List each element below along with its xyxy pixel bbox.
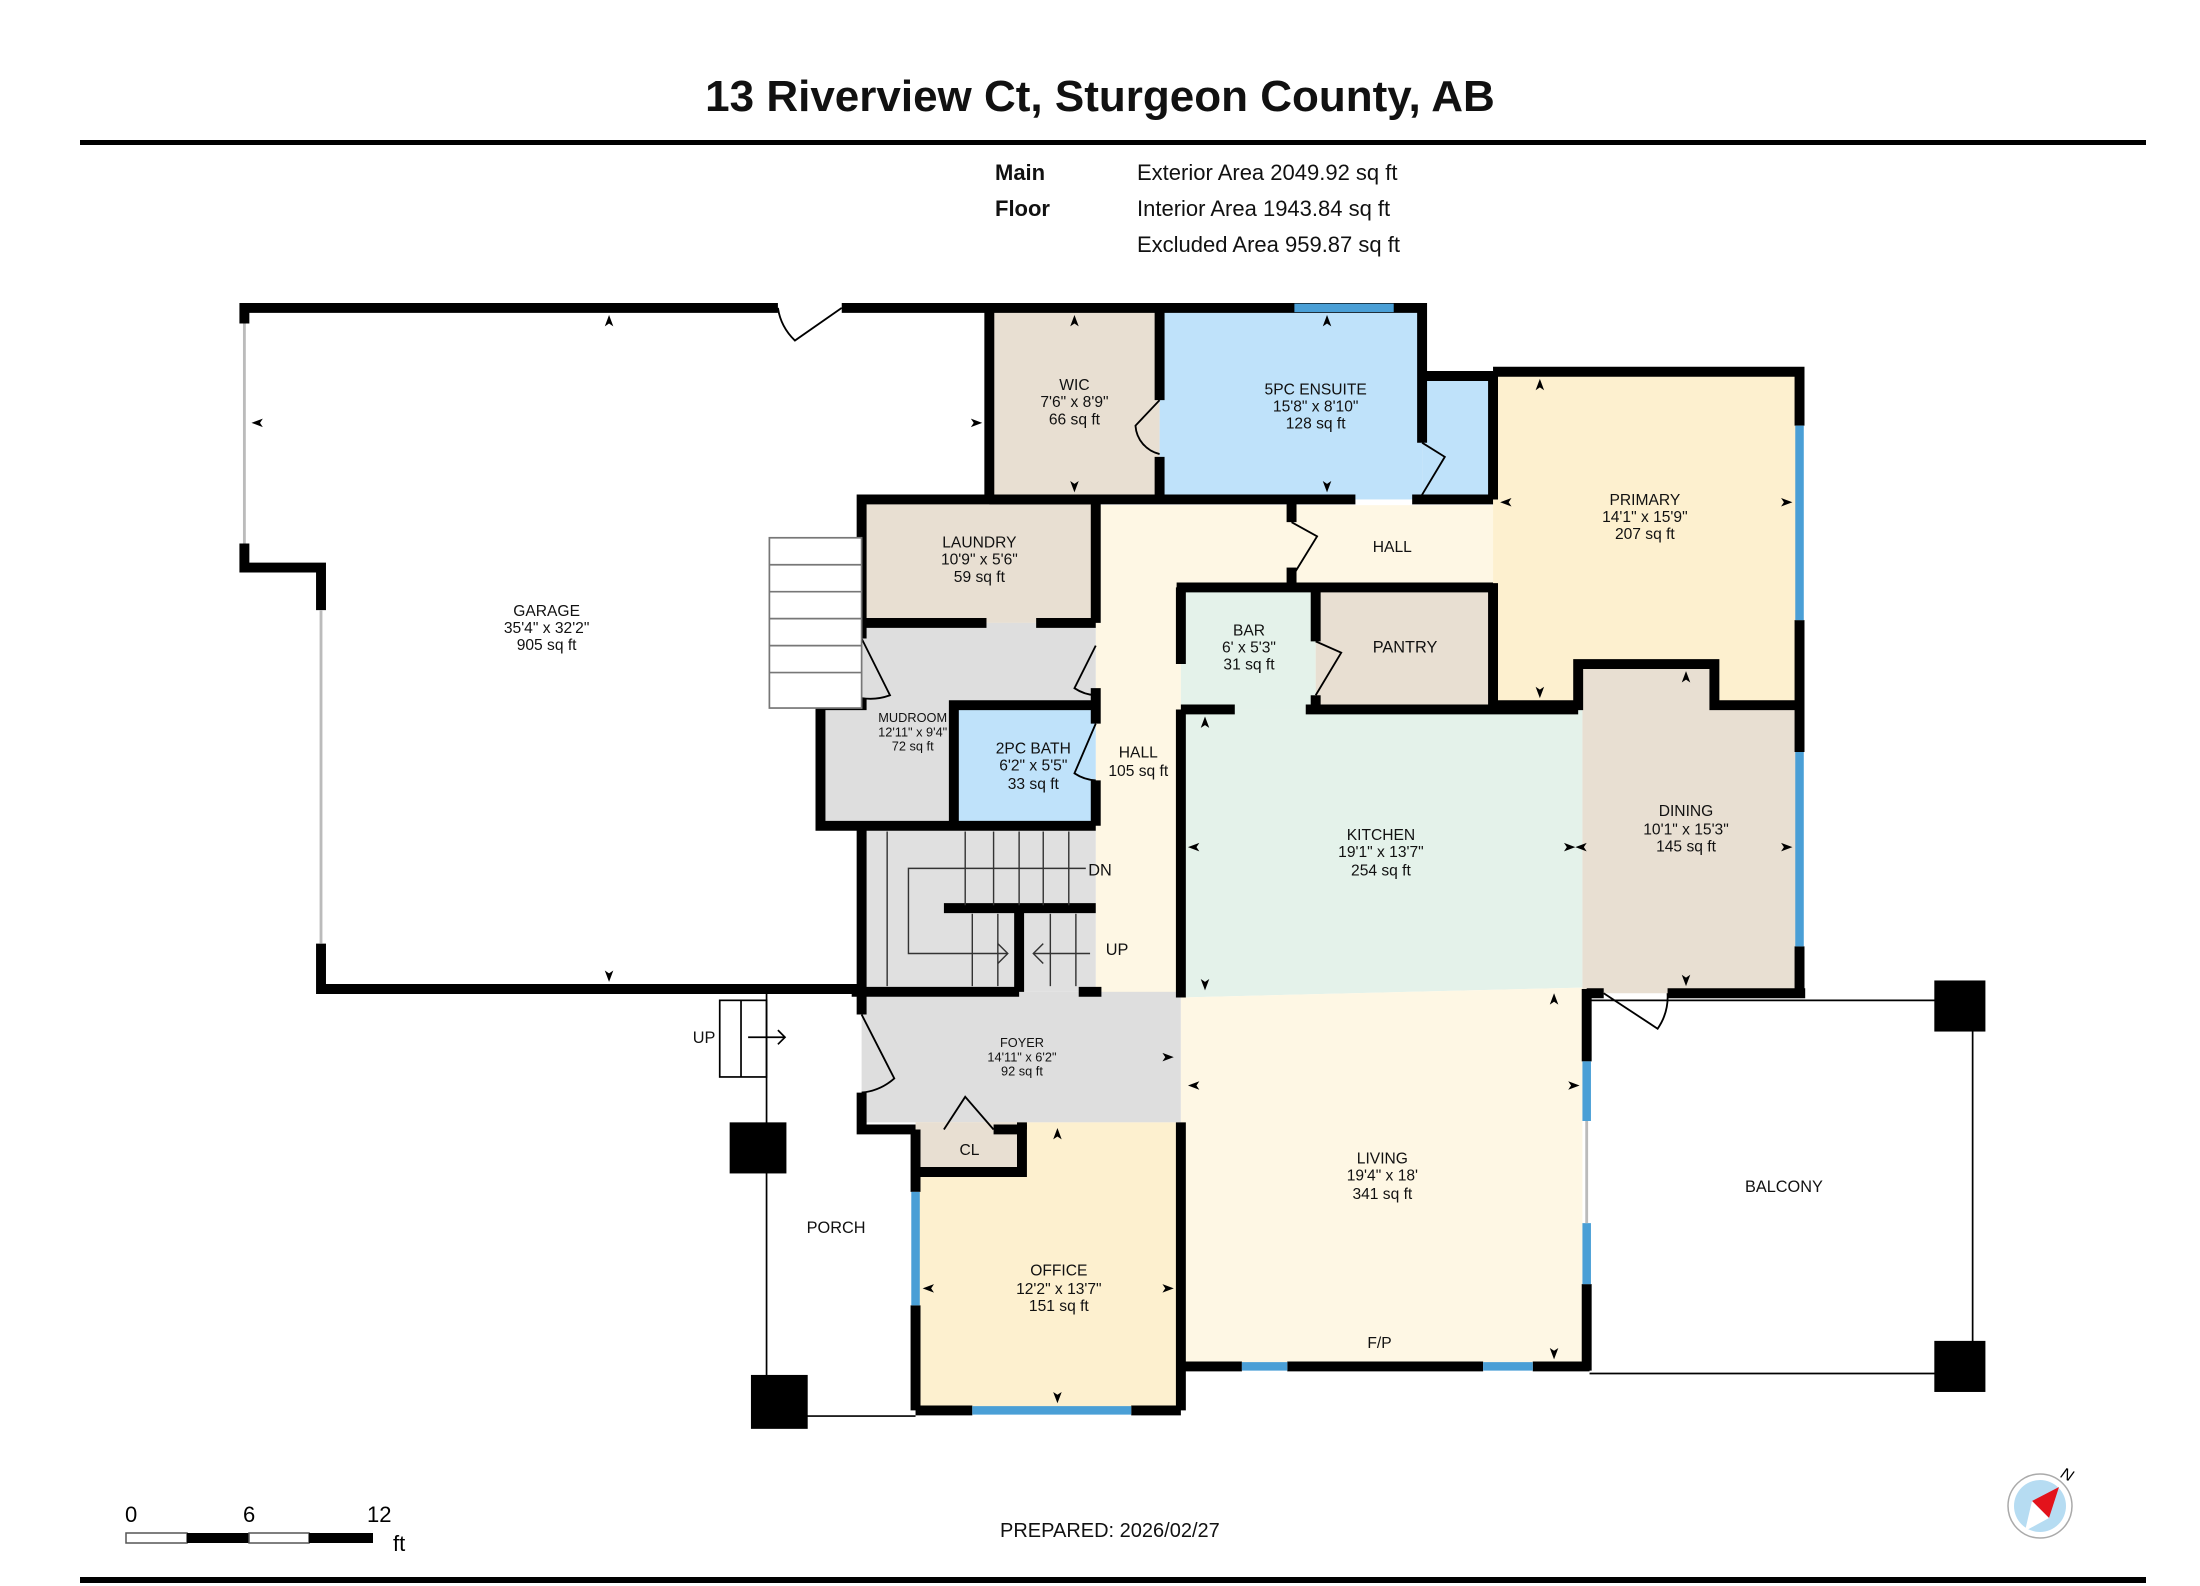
foyer-dims: 14'11" x 6'2" xyxy=(987,1049,1056,1064)
primary-name: PRIMARY xyxy=(1609,492,1680,509)
mudroom-area: 72 sq ft xyxy=(892,739,934,754)
hall-area: 105 sq ft xyxy=(1108,763,1168,780)
kitchen-dims: 19'1" x 13'7" xyxy=(1338,844,1424,861)
dining-dims: 10'1" x 15'3" xyxy=(1643,821,1729,838)
scale-tick-0: 0 xyxy=(125,1502,137,1527)
stairs-down-label: DN xyxy=(1088,861,1112,879)
ensuite-name: 5PC ENSUITE xyxy=(1265,381,1367,398)
living-dims: 19'4" x 18' xyxy=(1347,1168,1418,1185)
kitchen-area: 254 sq ft xyxy=(1351,862,1411,879)
primary-area: 207 sq ft xyxy=(1615,526,1675,543)
window-frames xyxy=(242,323,1589,1224)
scale-bar: 0 6 12 ft xyxy=(125,1500,445,1586)
room-fills xyxy=(244,307,1800,1411)
windows xyxy=(911,303,1804,1415)
upper-hall-name: HALL xyxy=(1373,539,1412,556)
interior-staircase xyxy=(886,831,1091,987)
laundry-name: LAUNDRY xyxy=(942,535,1017,552)
excluded-area: Excluded Area 959.87 sq ft xyxy=(1137,232,1400,257)
doors xyxy=(776,307,1669,1131)
scale-tick-12: 12 xyxy=(367,1502,391,1527)
office-dims: 12'2" x 13'7" xyxy=(1016,1281,1102,1298)
compass-icon: N xyxy=(2003,1463,2083,1543)
garage-steps xyxy=(768,536,863,709)
columns xyxy=(729,980,1986,1429)
page-title: 13 Riverview Ct, Sturgeon County, AB xyxy=(705,72,1495,121)
mudroom-name: MUDROOM xyxy=(878,710,947,725)
room-labels: GARAGE 35'4" x 32'2" 905 sq ft WIC 7'6" … xyxy=(504,377,1823,1352)
laundry-dims: 10'9" x 5'6" xyxy=(941,552,1018,569)
bath-area: 33 sq ft xyxy=(1008,776,1060,793)
mudroom-dims: 12'11" x 9'4" xyxy=(878,724,947,739)
ensuite-dims: 15'8" x 8'10" xyxy=(1273,398,1359,415)
balcony-name: BALCONY xyxy=(1745,1178,1823,1196)
closet-name: CL xyxy=(959,1142,979,1159)
bar-dims: 6' x 5'3" xyxy=(1222,640,1276,657)
dining-area: 145 sq ft xyxy=(1656,838,1716,855)
prepared-date: PREPARED: 2026/02/27 xyxy=(1000,1520,1220,1542)
bar-name: BAR xyxy=(1233,623,1265,640)
porch-outline xyxy=(718,988,1974,1417)
walls xyxy=(239,302,1806,1416)
scale-bar-graphic: 0 6 12 ft xyxy=(125,1502,405,1556)
exterior-area: Exterior Area 2049.92 sq ft xyxy=(1137,160,1398,185)
fireplace-label: F/P xyxy=(1367,1335,1391,1352)
foyer-area: 92 sq ft xyxy=(1001,1064,1043,1079)
office-area: 151 sq ft xyxy=(1029,1298,1089,1315)
header-divider xyxy=(80,140,2146,145)
garage-name: GARAGE xyxy=(513,603,580,620)
porch-name: PORCH xyxy=(807,1219,866,1237)
interior-area: Interior Area 1943.84 sq ft xyxy=(1137,196,1391,221)
footer-rule xyxy=(80,1578,2146,1583)
bath-name: 2PC BATH xyxy=(996,740,1071,757)
ensuite-area: 128 sq ft xyxy=(1286,416,1346,433)
living-area: 341 sq ft xyxy=(1352,1186,1412,1203)
stairs-up-label: UP xyxy=(1106,941,1129,959)
floor-name: Main Floor xyxy=(995,160,1050,221)
scale-unit: ft xyxy=(393,1531,405,1556)
scale-tick-6: 6 xyxy=(243,1502,255,1527)
wic-area: 66 sq ft xyxy=(1049,411,1101,428)
laundry-area: 59 sq ft xyxy=(954,569,1006,586)
bath-dims: 6'2" x 5'5" xyxy=(999,757,1067,774)
dining-name: DINING xyxy=(1659,803,1714,820)
garage-dims: 35'4" x 32'2" xyxy=(504,620,590,637)
living-name: LIVING xyxy=(1357,1151,1408,1168)
wic-dims: 7'6" x 8'9" xyxy=(1040,394,1108,411)
dimension-markers xyxy=(251,315,1793,1404)
office-name: OFFICE xyxy=(1030,1263,1087,1280)
wic-name: WIC xyxy=(1059,377,1089,394)
hall-name: HALL xyxy=(1119,745,1158,762)
bar-area: 31 sq ft xyxy=(1223,657,1275,674)
foyer-name: FOYER xyxy=(1000,1035,1044,1050)
porch-steps-up-label: UP xyxy=(693,1029,716,1047)
kitchen-name: KITCHEN xyxy=(1347,827,1415,844)
pantry-name: PANTRY xyxy=(1373,639,1438,657)
primary-dims: 14'1" x 15'9" xyxy=(1602,509,1688,526)
garage-area: 905 sq ft xyxy=(517,637,577,654)
